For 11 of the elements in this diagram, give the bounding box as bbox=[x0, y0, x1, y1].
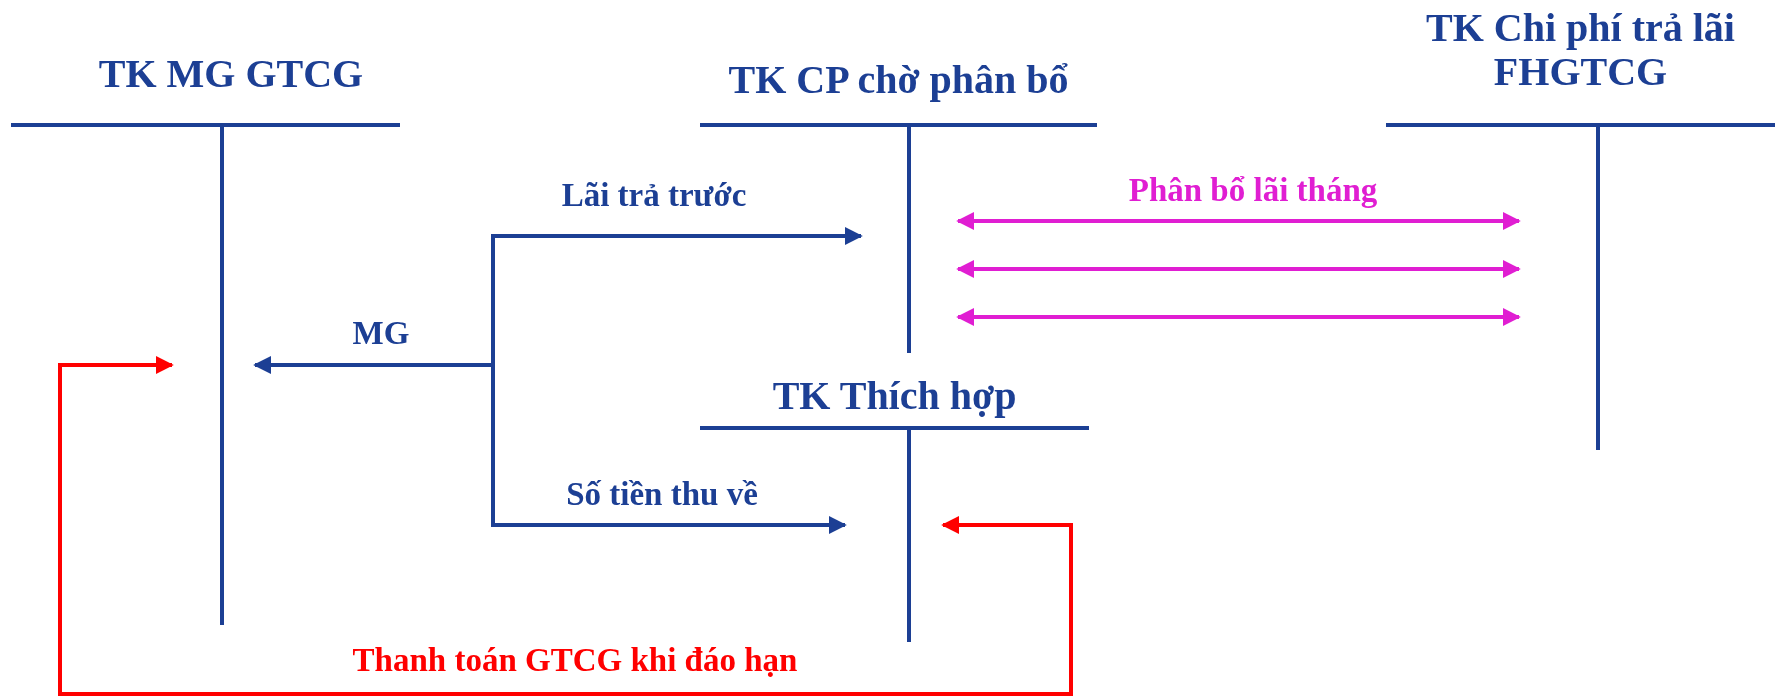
arrow bbox=[956, 308, 1521, 326]
account-title: TK MG GTCG bbox=[97, 52, 365, 96]
arrow bbox=[956, 212, 1521, 230]
account-title: TK Chi phí trả lãi FHGTCG bbox=[1425, 6, 1736, 94]
account-title: TK Thích hợp bbox=[771, 374, 1018, 418]
arrow bbox=[491, 365, 847, 534]
arrow bbox=[58, 356, 1073, 696]
arrow bbox=[956, 260, 1521, 278]
account-title: TK CP chờ phân bổ bbox=[727, 58, 1070, 102]
arrow bbox=[491, 227, 863, 365]
arrow bbox=[253, 356, 493, 374]
